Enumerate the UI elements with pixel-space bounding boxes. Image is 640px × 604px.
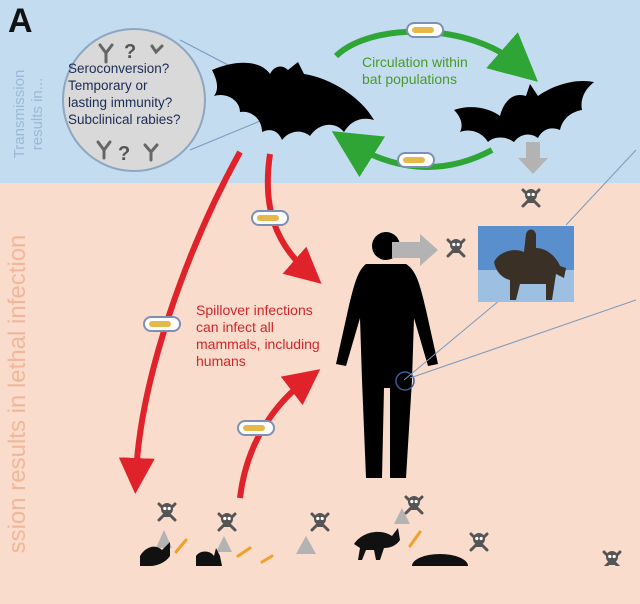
gray-right-arrow bbox=[392, 234, 438, 266]
antibody-icon bbox=[96, 43, 164, 162]
spillover-label-line-3: mammals, including bbox=[196, 336, 320, 352]
bubble-line-4: Subclinical rabies? bbox=[68, 112, 181, 127]
spillover-arrow-left bbox=[118, 150, 243, 494]
diagram-graphics: ? ? bbox=[96, 22, 637, 566]
circulation-label-line-2: bat populations bbox=[362, 71, 457, 87]
virus-capsule-icon bbox=[251, 210, 289, 226]
virus-capsule-icon bbox=[406, 22, 444, 38]
virus-capsule-icon bbox=[143, 316, 181, 332]
cat-icon bbox=[196, 548, 222, 566]
spillover-label: Spillover infections can infect all mamm… bbox=[196, 302, 346, 370]
skull-crossbones-icon bbox=[521, 187, 541, 208]
spillover-label-line-4: humans bbox=[196, 353, 246, 369]
skull-crossbones-icon bbox=[217, 511, 237, 532]
panel-letter: A bbox=[8, 2, 33, 40]
bat-icon bbox=[212, 62, 374, 140]
bubble-line-1: Seroconversion? bbox=[68, 61, 170, 76]
bubble-text: Seroconversion? Temporary or lasting imm… bbox=[68, 60, 208, 128]
circulation-label-line-1: Circulation within bbox=[362, 54, 468, 70]
question-mark: ? bbox=[118, 143, 130, 165]
pointer-line bbox=[565, 149, 637, 226]
fox-icon bbox=[354, 528, 400, 560]
bubble-line-2: Temporary or bbox=[68, 78, 148, 93]
skull-crossbones-icon bbox=[404, 494, 424, 515]
virus-capsule-icon bbox=[397, 152, 435, 168]
human-silhouette-icon bbox=[336, 232, 438, 478]
skull-crossbones-icon bbox=[602, 549, 622, 566]
immunity-bubble bbox=[62, 28, 206, 172]
spillover-arrow-up bbox=[237, 369, 321, 499]
bubble-line-3: lasting immunity? bbox=[68, 95, 173, 110]
bat-icon bbox=[454, 80, 594, 142]
animal-silhouette bbox=[412, 554, 468, 566]
dog-icon bbox=[140, 542, 170, 566]
skull-crossbones-icon bbox=[469, 531, 489, 552]
pointer-line bbox=[403, 299, 501, 381]
virus-capsule-icon bbox=[237, 420, 275, 436]
small-orange-arrows bbox=[174, 530, 422, 564]
circulation-label: Circulation within bat populations bbox=[362, 54, 468, 88]
skull-crossbones-icon bbox=[157, 501, 177, 522]
skull-crossbones-icon bbox=[446, 237, 466, 258]
small-gray-arrows bbox=[156, 508, 410, 554]
question-mark: ? bbox=[124, 41, 136, 63]
spillover-label-line-1: Spillover infections bbox=[196, 302, 313, 318]
human-focus-circle bbox=[395, 371, 415, 391]
pointer-line bbox=[409, 299, 637, 379]
statue-silhouette bbox=[494, 229, 566, 300]
spillover-label-line-2: can infect all bbox=[196, 319, 274, 335]
skull-crossbones-icon bbox=[310, 511, 330, 532]
gray-down-arrow bbox=[518, 142, 548, 174]
